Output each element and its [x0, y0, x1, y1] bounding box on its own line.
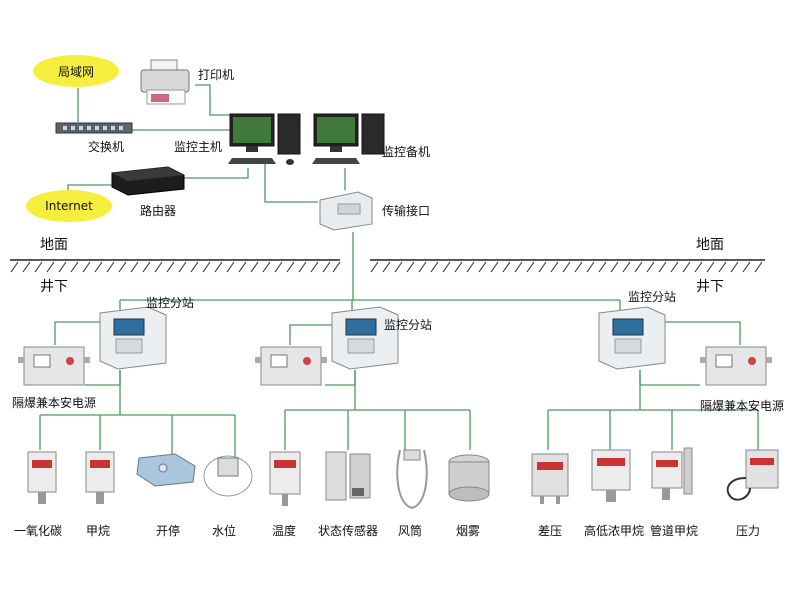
ground-label-right: 地面 — [696, 237, 724, 253]
router-icon — [111, 166, 185, 196]
pipe-methane-sensor-icon — [651, 447, 693, 500]
internet-bubble: Internet — [26, 190, 112, 222]
router-label: 路由器 — [140, 204, 177, 218]
junction-box-center-icon — [255, 346, 327, 386]
sensor-smoke-label: 烟雾 — [456, 524, 481, 538]
switch-sensor-icon — [136, 453, 196, 487]
water-level-sensor-icon — [203, 455, 253, 497]
sensor-temperature-label: 温度 — [272, 524, 297, 538]
underground-label-left: 井下 — [40, 279, 68, 295]
ground-label-left: 地面 — [40, 237, 68, 253]
backup-host-computer-icon — [312, 113, 385, 164]
printer-label: 打印机 — [198, 68, 235, 82]
main-host-computer-icon — [228, 113, 301, 165]
power-supply-right-icon — [700, 346, 772, 386]
substation-left-icon — [99, 306, 167, 370]
substation-right-icon — [598, 306, 666, 370]
sensor-co-label: 一氧化碳 — [14, 524, 63, 538]
backup-host-label: 监控备机 — [382, 145, 431, 159]
substation-center-label: 监控分站 — [384, 318, 433, 332]
printer-icon — [140, 59, 190, 105]
power-left-label: 隔爆兼本安电源 — [12, 396, 97, 410]
substation-left-label: 监控分站 — [146, 296, 195, 310]
temperature-sensor-icon — [269, 451, 301, 506]
smoke-sensor-icon — [448, 454, 490, 502]
sensor-switch-label: 开停 — [156, 524, 181, 538]
transmission-interface-icon — [319, 191, 373, 231]
sensor-pressure-label: 压力 — [736, 524, 761, 538]
switch-icon — [55, 122, 133, 134]
substation-center-icon — [331, 306, 399, 370]
power-right-label: 隔爆兼本安电源 — [700, 399, 785, 413]
sensor-methane-label: 甲烷 — [86, 524, 111, 538]
main-host-label: 监控主机 — [174, 140, 223, 154]
sensor-pipe-methane-label: 管道甲烷 — [650, 524, 699, 538]
internet-label: Internet — [45, 199, 93, 213]
sensor-hl-methane-label: 高低浓甲烷 — [584, 524, 645, 538]
sensor-pressure-diff-label: 差压 — [538, 524, 563, 538]
lan-bubble: 局域网 — [33, 55, 119, 87]
power-supply-left-icon — [18, 346, 90, 386]
sensor-water-label: 水位 — [212, 524, 237, 538]
pressure-sensor-icon — [726, 449, 779, 501]
air-duct-sensor-icon — [396, 449, 428, 510]
switch-label: 交换机 — [88, 140, 125, 154]
substation-right-label: 监控分站 — [628, 290, 677, 304]
transmission-label: 传输接口 — [382, 204, 431, 218]
underground-label-right: 井下 — [696, 279, 724, 295]
sensor-duct-label: 风筒 — [398, 524, 423, 538]
hl-methane-sensor-icon — [591, 449, 631, 502]
lan-label: 局域网 — [57, 64, 94, 79]
methane-sensor-icon — [85, 451, 115, 504]
state-sensor-icon — [325, 451, 371, 501]
co-sensor-icon — [27, 451, 57, 504]
sensor-state-label: 状态传感器 — [318, 524, 379, 538]
pressure-diff-sensor-icon — [531, 453, 569, 504]
